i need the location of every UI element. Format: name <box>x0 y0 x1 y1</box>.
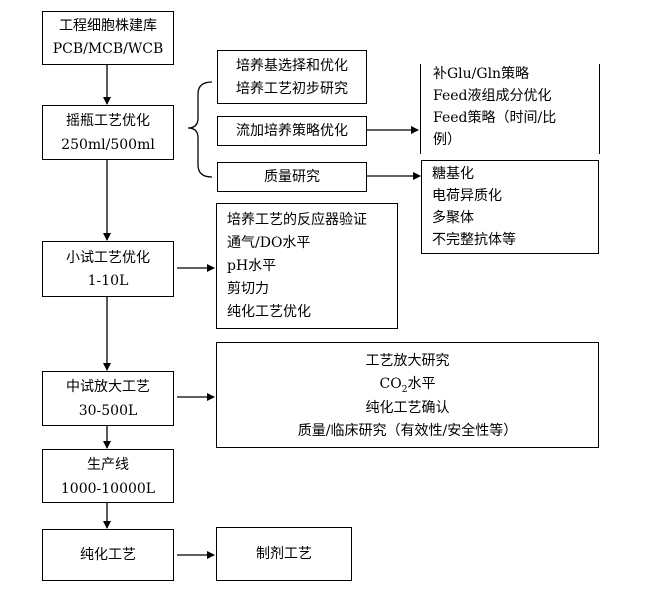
node-pilot-title: 中试放大工艺 <box>66 379 150 395</box>
box-scaleup-line1: 工艺放大研究 <box>365 353 450 369</box>
node-small-scale-subtitle: 1-10L <box>87 273 129 289</box>
co2-main: CO <box>379 376 402 392</box>
box-scaleup: 工艺放大研究 CO2水平 纯化工艺确认 质量/临床研究（有效性/安全性等） <box>216 342 599 448</box>
box-reactor-line2: 通气/DO水平 <box>227 235 311 251</box>
node-cell-bank: 工程细胞株建库 PCB/MCB/WCB <box>42 11 174 65</box>
box-scaleup-line2: CO2水平 <box>217 374 598 400</box>
node-cell-bank-title: 工程细胞株建库 <box>59 18 157 34</box>
box-quality-details: 糖基化 电荷异质化 多聚体 不完整抗体等 <box>421 160 599 254</box>
node-purification: 纯化工艺 <box>42 529 174 581</box>
box-scaleup-line4: 质量/临床研究（有效性/安全性等） <box>297 423 518 439</box>
node-production-subtitle: 1000-10000L <box>60 481 156 497</box>
node-production: 生产线 1000-10000L <box>42 449 174 503</box>
node-small-scale-title: 小试工艺优化 <box>66 250 150 266</box>
box-fed-details-line4: 例） <box>433 132 461 148</box>
box-reactor-line4: 剪切力 <box>227 281 269 297</box>
box-quality-details-line4: 不完整抗体等 <box>432 232 516 248</box>
box-reactor-line5: 纯化工艺优化 <box>227 304 311 320</box>
node-shake-flask: 摇瓶工艺优化 250ml/500ml <box>42 105 174 160</box>
box-medium-line1: 培养基选择和优化 <box>236 58 348 74</box>
co2-rest: 水平 <box>407 376 436 392</box>
box-quality-details-line3: 多聚体 <box>432 210 474 226</box>
box-fed-details: 补Glu/Gln策略 Feed液组成分优化 Feed策略（时间/比 例） <box>420 64 600 154</box>
node-cell-bank-subtitle: PCB/MCB/WCB <box>52 41 164 57</box>
box-reactor-line1: 培养工艺的反应器验证 <box>227 212 367 228</box>
box-fed-batch-line1: 流加培养策略优化 <box>236 123 348 139</box>
box-quality-details-line2: 电荷异质化 <box>432 188 502 204</box>
node-pilot: 中试放大工艺 30-500L <box>42 371 174 426</box>
box-formulation-line1: 制剂工艺 <box>256 546 312 562</box>
brace-shakeflask <box>187 81 213 178</box>
node-purification-title: 纯化工艺 <box>80 547 136 563</box>
box-reactor: 培养工艺的反应器验证 通气/DO水平 pH水平 剪切力 纯化工艺优化 <box>216 203 398 329</box>
co2-subscript: 2 <box>401 384 408 395</box>
box-fed-details-line3: Feed策略（时间/比 <box>433 110 557 126</box>
box-reactor-line3: pH水平 <box>227 258 277 274</box>
node-shake-flask-title: 摇瓶工艺优化 <box>66 113 150 129</box>
box-fed-details-line1: 补Glu/Gln策略 <box>433 66 530 82</box>
node-small-scale: 小试工艺优化 1-10L <box>42 241 174 297</box>
box-fed-batch: 流加培养策略优化 <box>217 116 367 146</box>
box-fed-details-line2: Feed液组成分优化 <box>433 88 552 104</box>
box-quality-details-line1: 糖基化 <box>432 166 474 182</box>
box-medium: 培养基选择和优化 培养工艺初步研究 <box>217 50 367 104</box>
box-formulation: 制剂工艺 <box>216 527 352 581</box>
box-quality-line1: 质量研究 <box>264 169 320 185</box>
node-production-title: 生产线 <box>87 457 129 473</box>
node-shake-flask-subtitle: 250ml/500ml <box>61 137 155 153</box>
box-quality: 质量研究 <box>217 162 367 192</box>
node-pilot-subtitle: 30-500L <box>78 403 138 419</box>
box-medium-line2: 培养工艺初步研究 <box>236 81 348 97</box>
box-scaleup-line3: 纯化工艺确认 <box>365 400 450 416</box>
